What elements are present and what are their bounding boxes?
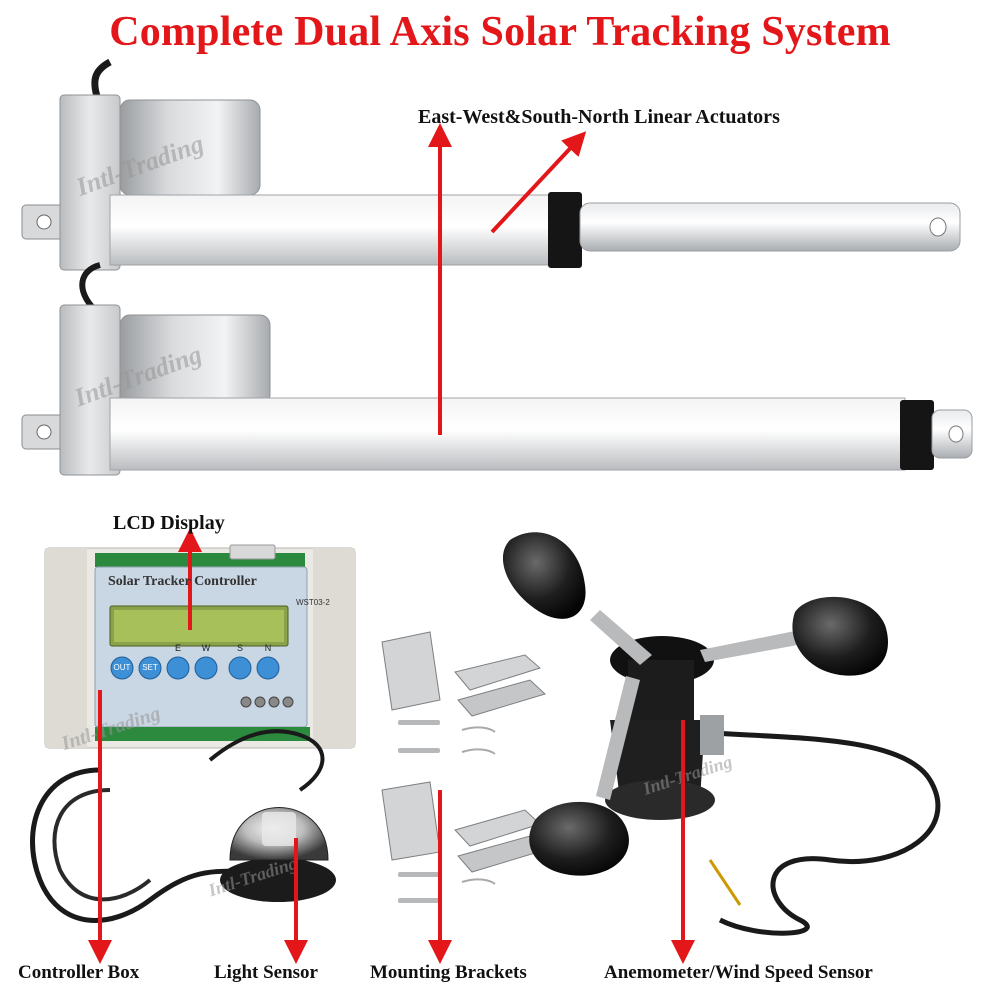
arrow-actuators-diagonal (490, 131, 587, 234)
button-w-label: W (201, 643, 211, 653)
controller-model: WST03-2 (296, 598, 330, 607)
button-e-label: E (174, 643, 181, 653)
button-set-label: SET (142, 663, 158, 672)
controller-buttons (110, 656, 280, 680)
pointer-arrows (88, 123, 695, 964)
status-leds (240, 696, 294, 708)
controller-panel-title: Solar Tracker Controller (108, 574, 257, 589)
label-actuators: East-West&South-North Linear Actuators (418, 106, 780, 128)
controller-cable (30, 767, 251, 923)
anemometer: Intl-Trading (502, 532, 941, 936)
controller-box: Intl-Trading (44, 544, 356, 755)
linear-actuator-south-north: Intl-Trading (21, 262, 973, 476)
light-sensor: Intl-Trading (205, 729, 336, 902)
label-controller-box: Controller Box (18, 962, 140, 983)
button-n-label: N (264, 643, 272, 653)
mounting-brackets (381, 631, 546, 903)
button-out-label: OUT (113, 663, 131, 672)
button-s-label: S (236, 643, 243, 653)
label-anemometer: Anemometer/Wind Speed Sensor (604, 962, 873, 983)
label-lcd-display: LCD Display (113, 512, 225, 534)
page-title: Complete Dual Axis Solar Tracking System (109, 9, 891, 55)
label-mounting-brackets: Mounting Brackets (370, 962, 527, 983)
label-light-sensor: Light Sensor (214, 962, 318, 983)
linear-actuator-east-west: Intl-Trading (21, 58, 961, 271)
